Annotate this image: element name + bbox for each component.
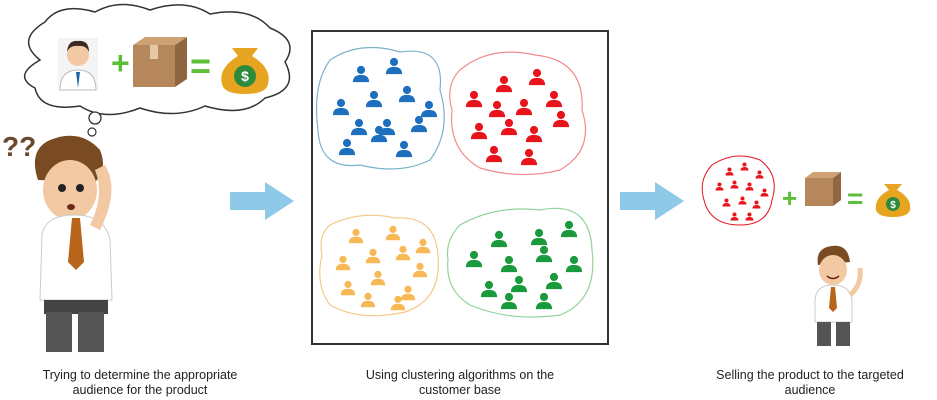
happy-salesman-illustration <box>814 245 863 346</box>
arrow-right-icon <box>230 182 294 220</box>
target-customer-icon <box>745 212 754 221</box>
dollar-sign: $ <box>890 200 896 211</box>
target-customer-icon <box>730 212 739 221</box>
clustering-panel <box>311 30 609 345</box>
target-customer-icon <box>725 167 734 176</box>
target-customer-icon <box>722 198 731 207</box>
target-customer-icon <box>730 180 739 189</box>
target-customer-icon <box>715 182 724 191</box>
product-box-icon <box>133 37 187 87</box>
arrow-right-icon <box>620 182 684 220</box>
target-customer-icon <box>745 182 754 191</box>
caption-step2: Using clustering algorithms on the custo… <box>365 368 555 397</box>
target-cluster-outline <box>701 155 775 226</box>
equals-sign: = <box>190 45 211 86</box>
red-cluster-outline <box>449 51 587 176</box>
confused-man-illustration <box>34 135 113 352</box>
money-bag-icon: $ <box>875 184 911 217</box>
product-box-icon <box>805 172 841 206</box>
money-bag-icon: $ <box>221 48 269 94</box>
target-customer-icon <box>740 162 749 171</box>
target-customer-icon <box>738 196 747 205</box>
target-customer-icon <box>760 188 769 197</box>
plus-sign: + <box>782 183 797 213</box>
target-customer-icon <box>752 200 761 209</box>
orange-cluster-outline <box>319 214 439 317</box>
plus-sign: + <box>111 45 130 81</box>
caption-step1: Trying to determine the appropriate audi… <box>42 368 238 397</box>
target-customer-icon <box>755 170 764 179</box>
blue-cluster-outline <box>315 46 445 170</box>
caption-step3: Selling the product to the targeted audi… <box>716 368 904 397</box>
dollar-sign: $ <box>241 68 249 84</box>
customer-avatar-icon <box>58 38 98 91</box>
green-cluster-outline <box>446 207 594 318</box>
question-marks: ?? <box>2 131 36 162</box>
equals-sign: = <box>847 183 863 214</box>
